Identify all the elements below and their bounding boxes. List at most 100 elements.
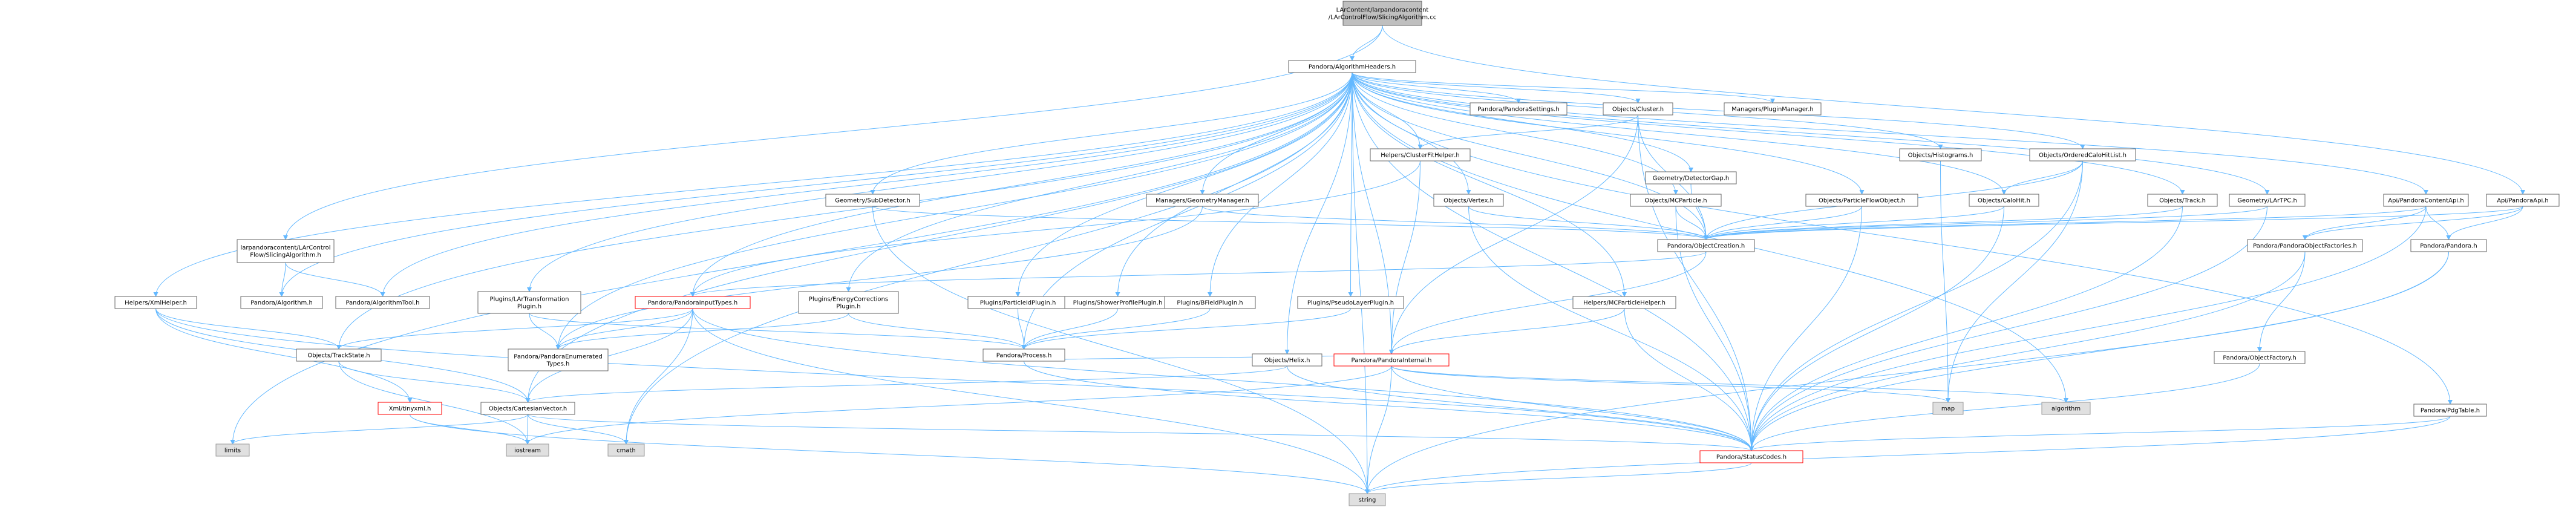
node-string[interactable]: string xyxy=(1348,493,1386,506)
edge-poc-to-ppit xyxy=(690,251,1707,297)
edge-ah-to-otrk xyxy=(1352,72,2185,195)
node-pof[interactable]: Pandora/ObjectFactory.h xyxy=(2214,351,2306,364)
node-label: Plugin.h xyxy=(836,304,860,310)
node-box xyxy=(1899,148,1982,162)
node-ppidp[interactable]: Plugins/ParticleIdPlugin.h xyxy=(967,296,1068,309)
node-ocv[interactable]: Objects/CartesianVector.h xyxy=(480,402,575,415)
node-ppit[interactable]: Pandora/PandoraInputTypes.h xyxy=(635,296,751,309)
edge-omcp-to-poc xyxy=(1675,206,1708,240)
node-box xyxy=(1603,102,1673,116)
edge-ppof-to-pof xyxy=(2257,251,2306,352)
node-och[interactable]: Objects/CaloHit.h xyxy=(1969,194,2039,207)
node-box xyxy=(1572,296,1676,309)
node-map[interactable]: map xyxy=(1932,402,1964,415)
node-psc[interactable]: Pandora/StatusCodes.h xyxy=(1699,450,1803,463)
edge-ah-to-ppet xyxy=(555,72,1353,350)
node-label: Plugins/LArTransformation xyxy=(490,296,569,303)
node-gsd[interactable]: Geometry/SubDetector.h xyxy=(825,194,920,207)
node-label: Pandora/Pandora.h xyxy=(2420,243,2477,250)
edge-pspp-to-pproc xyxy=(1021,308,1118,350)
edge-hxml-to-ots xyxy=(155,308,341,350)
edge-ppit-to-ppet xyxy=(555,308,693,350)
edge-ppit-to-string xyxy=(692,308,1370,494)
edge-ppit-to-ots xyxy=(336,308,693,350)
node-opfo[interactable]: Objects/ParticleFlowObject.h xyxy=(1805,194,1918,207)
node-mgm[interactable]: Managers/GeometryManager.h xyxy=(1146,194,1259,207)
node-box xyxy=(2383,194,2469,207)
node-label: Types.h xyxy=(546,361,570,368)
edge-ah-to-ppit xyxy=(690,72,1353,297)
node-box xyxy=(1433,194,1504,207)
node-hxml[interactable]: Helpers/XmlHelper.h xyxy=(114,296,197,309)
edge-ppcapi-to-psc xyxy=(1749,206,2427,451)
node-algo[interactable]: algorithm xyxy=(2041,402,2091,415)
edge-oochl-to-och xyxy=(2001,160,2083,195)
node-box xyxy=(1657,239,1755,252)
node-pplp[interactable]: Plugins/PseudoLayerPlugin.h xyxy=(1297,296,1404,309)
node-ohelix[interactable]: Objects/Helix.h xyxy=(1252,353,1322,367)
node-box xyxy=(1645,171,1737,185)
node-ppset[interactable]: Pandora/PandoraSettings.h xyxy=(1469,102,1568,116)
node-hcfh[interactable]: Helpers/ClusterFitHelper.h xyxy=(1370,148,1471,162)
edge-root-to-ah xyxy=(1350,25,1383,61)
node-ppcapi[interactable]: Api/PandoraContentApi.h xyxy=(2383,194,2469,207)
node-cmath[interactable]: cmath xyxy=(607,443,645,457)
node-otrk[interactable]: Objects/Track.h xyxy=(2147,194,2218,207)
node-label: Objects/OrderedCaloHitList.h xyxy=(2039,152,2127,159)
node-ppint[interactable]: Pandora/PandoraInternal.h xyxy=(1333,353,1450,367)
node-box xyxy=(1164,296,1256,309)
node-oochl[interactable]: Objects/OrderedCaloHitList.h xyxy=(2029,148,2136,162)
edge-xmltiny-to-string xyxy=(410,414,1370,494)
node-box xyxy=(1370,148,1471,162)
node-pproc[interactable]: Pandora/Process.h xyxy=(982,348,1065,362)
edge-poc-to-ppint xyxy=(1389,251,1707,355)
node-ots[interactable]: Objects/TrackState.h xyxy=(296,348,382,362)
edge-otrk-to-poc xyxy=(1704,206,2183,240)
node-pat[interactable]: Pandora/AlgorithmTool.h xyxy=(335,296,430,309)
node-label: Plugins/ParticleIdPlugin.h xyxy=(980,300,1056,307)
node-iostream[interactable]: iostream xyxy=(506,443,549,457)
node-xmltiny[interactable]: Xml/tinyxml.h xyxy=(378,402,442,415)
node-ovtx[interactable]: Objects/Vertex.h xyxy=(1433,194,1504,207)
node-box xyxy=(237,239,335,263)
node-glartpc[interactable]: Geometry/LArTPC.h xyxy=(2229,194,2306,207)
node-pp[interactable]: Pandora/Pandora.h xyxy=(2410,239,2487,252)
node-ppdg[interactable]: Pandora/PdgTable.h xyxy=(2413,404,2487,417)
node-ah[interactable]: Pandora/AlgorithmHeaders.h xyxy=(1288,60,1416,73)
node-label: Managers/GeometryManager.h xyxy=(1156,198,1249,204)
node-sa_h[interactable]: larpandoracontent/LArControlFlow/Slicing… xyxy=(237,239,335,263)
edge-ah-to-hmcph xyxy=(1352,72,1627,297)
node-mpm[interactable]: Managers/PluginManager.h xyxy=(1724,102,1822,116)
edge-gdg-to-poc xyxy=(1690,183,1708,240)
node-papi[interactable]: Api/PandoraApi.h xyxy=(2486,194,2560,207)
node-label: Pandora/PandoraEnumerated xyxy=(514,354,602,361)
node-pspp[interactable]: Plugins/ShowerProfilePlugin.h xyxy=(1064,296,1171,309)
edge-ppdg-to-string xyxy=(1365,416,2451,494)
node-label: Pandora/PandoraObjectFactories.h xyxy=(2253,243,2357,250)
node-ppof[interactable]: Pandora/PandoraObjectFactories.h xyxy=(2247,239,2363,252)
node-label: Pandora/PandoraInputTypes.h xyxy=(648,300,737,307)
node-root[interactable]: LArContent/larpandoracontent/LArControlF… xyxy=(1329,1,1436,26)
edge-ah-to-pbfp xyxy=(1208,72,1353,297)
edge-papi-to-poc xyxy=(1704,206,2523,240)
node-box xyxy=(798,291,899,314)
node-label: Pandora/PdgTable.h xyxy=(2421,408,2480,414)
node-gdg[interactable]: Geometry/DetectorGap.h xyxy=(1645,171,1737,185)
node-poc[interactable]: Pandora/ObjectCreation.h xyxy=(1657,239,1755,252)
edge-ah-to-pat xyxy=(380,72,1353,297)
node-box xyxy=(477,291,581,314)
edge-pplp-to-pproc xyxy=(1021,308,1351,350)
edge-ah-to-omcp xyxy=(1352,72,1678,195)
node-pa[interactable]: Pandora/Algorithm.h xyxy=(240,296,323,309)
node-ohist[interactable]: Objects/Histograms.h xyxy=(1899,148,1982,162)
edge-ovtx-to-psc xyxy=(1468,206,1754,451)
node-ocl[interactable]: Objects/Cluster.h xyxy=(1603,102,1673,116)
node-pbfp[interactable]: Plugins/BFieldPlugin.h xyxy=(1164,296,1256,309)
node-omcp[interactable]: Objects/MCParticle.h xyxy=(1630,194,1722,207)
node-label: Objects/ParticleFlowObject.h xyxy=(1819,198,1905,204)
node-hmcph[interactable]: Helpers/MCParticleHelper.h xyxy=(1572,296,1676,309)
node-limits[interactable]: limits xyxy=(215,443,250,457)
